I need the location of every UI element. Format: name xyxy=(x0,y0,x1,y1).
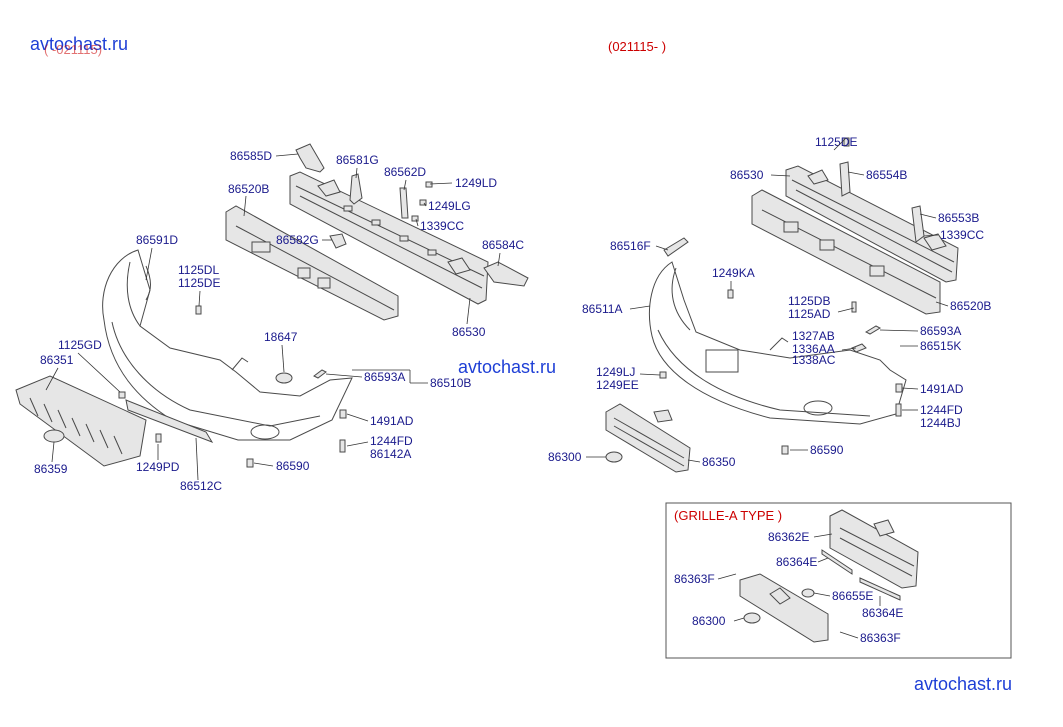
bracket-86585D xyxy=(295,143,325,173)
label-1249PD: 1249PD xyxy=(136,460,180,474)
label-86364E-b: 86364E xyxy=(862,606,903,620)
right-labels: 1125DE 86530 86554B 86553B 1339CC 86516F… xyxy=(548,135,991,469)
label-86530-right: 86530 xyxy=(730,168,764,182)
period-left-label: ( -021115) xyxy=(44,42,102,57)
bracket-86582G xyxy=(329,233,347,249)
label-86516F: 86516F xyxy=(610,239,651,253)
label-1249EE: 1249EE xyxy=(596,378,639,392)
label-1338AC: 1338AC xyxy=(792,353,836,367)
label-86142A: 86142A xyxy=(370,447,411,461)
right-bumper-cover xyxy=(649,261,907,425)
label-1125AD: 1125AD xyxy=(788,307,831,321)
right-fasteners xyxy=(659,137,903,455)
label-86511A: 86511A xyxy=(582,302,622,316)
label-86553B: 86553B xyxy=(938,211,979,225)
period-right-label: (021115- ) xyxy=(608,39,666,54)
label-86520B: 86520B xyxy=(228,182,269,196)
label-86351: 86351 xyxy=(40,353,74,367)
right-energy-absorber xyxy=(751,189,941,315)
right-reinforcement-beam xyxy=(785,165,959,283)
label-86585D: 86585D xyxy=(230,149,272,163)
watermark-bottom-right: avtochast.ru xyxy=(914,674,1012,694)
label-1125DL: 1125DL xyxy=(178,263,219,277)
label-1244FD-left: 1244FD xyxy=(370,434,413,448)
left-fasteners xyxy=(118,181,433,468)
label-86362E: 86362E xyxy=(768,530,809,544)
label-1249LG: 1249LG xyxy=(428,199,471,213)
bracket-86554B xyxy=(839,161,851,197)
label-1125DE-right: 1125DE xyxy=(815,135,857,149)
label-86590-left: 86590 xyxy=(276,459,310,473)
label-1491AD-left: 1491AD xyxy=(370,414,414,428)
label-86350: 86350 xyxy=(702,455,736,469)
label-86530-left: 86530 xyxy=(452,325,486,339)
left-energy-absorber xyxy=(225,205,399,321)
label-86582G: 86582G xyxy=(276,233,319,247)
label-86520B-right: 86520B xyxy=(950,299,991,313)
label-1339CC-right: 1339CC xyxy=(940,228,984,242)
label-1125GD: 1125GD xyxy=(58,338,102,352)
label-1336AA: 1336AA xyxy=(792,342,835,356)
label-86591D: 86591D xyxy=(136,233,178,247)
label-86581G: 86581G xyxy=(336,153,379,167)
label-86655E: 86655E xyxy=(832,589,873,603)
left-reinforcement-beam xyxy=(289,171,489,305)
label-1327AB: 1327AB xyxy=(792,329,835,343)
label-1244FD-right: 1244FD xyxy=(920,403,963,417)
label-1244BJ: 1244BJ xyxy=(920,416,961,430)
label-86300-right: 86300 xyxy=(548,450,582,464)
label-1491AD-right: 1491AD xyxy=(920,382,964,396)
emblem-86300-right xyxy=(605,451,623,463)
label-86515K: 86515K xyxy=(920,339,961,353)
label-86554B: 86554B xyxy=(866,168,907,182)
left-grille xyxy=(15,375,147,467)
grille-a-type-title: (GRILLE-A TYPE ) xyxy=(674,508,782,523)
watermark-top-left: avtochast.ru xyxy=(30,34,128,54)
right-grille xyxy=(605,403,691,473)
label-86593A-left: 86593A xyxy=(364,370,405,384)
label-86593A-right: 86593A xyxy=(920,324,961,338)
emblem-86359 xyxy=(43,429,65,443)
grille-a-assembly xyxy=(739,509,919,643)
label-1249KA: 1249KA xyxy=(712,266,755,280)
label-86512C: 86512C xyxy=(180,479,222,493)
label-86359: 86359 xyxy=(34,462,68,476)
watermark-center: avtochast.ru xyxy=(458,357,556,377)
label-1249LJ: 1249LJ xyxy=(596,365,635,379)
left-labels: 86585D 86581G 86562D 1249LD 86520B 1249L… xyxy=(34,149,524,493)
lower-strip-86512C xyxy=(125,399,214,443)
label-86364E-a: 86364E xyxy=(776,555,817,569)
label-1125DB: 1125DB xyxy=(788,294,830,308)
label-86562D: 86562D xyxy=(384,165,426,179)
label-86584C: 86584C xyxy=(482,238,524,252)
label-86363F-a: 86363F xyxy=(674,572,715,586)
grille-a-labels: 86362E 86364E 86363F 86655E 86364E 86300… xyxy=(674,530,903,645)
label-1339CC: 1339CC xyxy=(420,219,464,233)
label-18647: 18647 xyxy=(264,330,298,344)
label-1125DE: 1125DE xyxy=(178,276,220,290)
left-leader-lines xyxy=(45,153,501,481)
bracket-86581G xyxy=(349,173,363,205)
bracket-86516F xyxy=(663,237,689,257)
label-86510B: 86510B xyxy=(430,376,471,390)
bracket-86584C xyxy=(483,261,529,287)
label-1249LD: 1249LD xyxy=(455,176,497,190)
label-86300-grille: 86300 xyxy=(692,614,726,628)
right-leader-lines xyxy=(586,137,949,463)
left-bumper-cover xyxy=(102,249,353,441)
bracket-86562D xyxy=(399,187,409,219)
grille-a-type-box xyxy=(665,502,1012,659)
label-86590-right: 86590 xyxy=(810,443,844,457)
grille-a-leader-lines xyxy=(717,533,881,639)
label-86363F-b: 86363F xyxy=(860,631,901,645)
